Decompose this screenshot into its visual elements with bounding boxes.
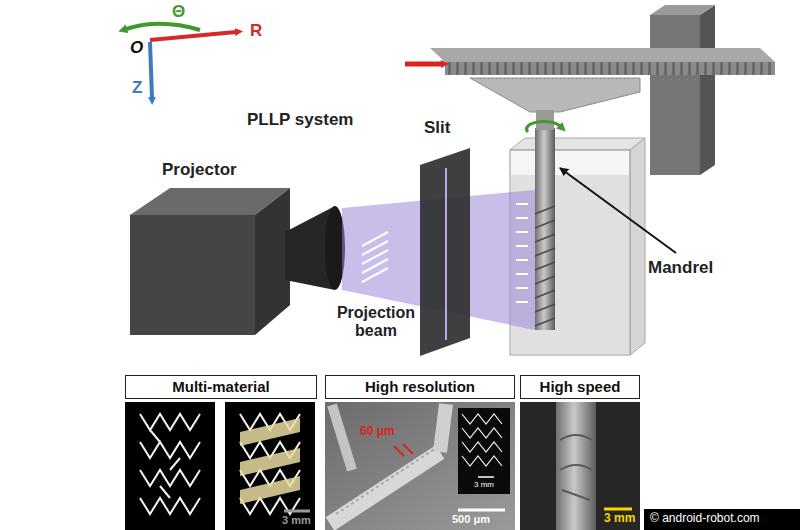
part-name: Slit [424,118,450,138]
helix-line [535,304,555,312]
dimension-mark [394,446,404,456]
watermark: © android-robot.com [650,512,760,526]
helix-line [535,290,555,298]
strut-texture [336,448,436,514]
dash [516,245,528,247]
dash [516,301,528,303]
stent-strut [160,486,170,498]
scale-label: 3 mm [604,512,635,526]
inset-ring [462,414,502,424]
stent-ring [140,498,200,514]
panel-heading: Multi-material [125,375,317,399]
inset-lattice [462,414,502,466]
projector-body [130,215,255,335]
helix-line [535,248,555,256]
photo-background [125,402,215,530]
dash [516,287,528,289]
gear-rack [445,62,775,75]
axis-label: Z [132,78,142,98]
slit [445,168,447,340]
projector-side [255,188,290,335]
watermark-ground [644,509,800,530]
panel-heading: High resolution [325,375,515,399]
panel-title: Multi-material [172,378,270,395]
axis-label: O [130,38,143,58]
part-name: Projection beam [328,304,424,341]
sem-strut [440,404,446,452]
inset-ring [462,428,502,438]
helix-line [535,276,555,284]
tank-side [630,138,645,355]
stent-ring [140,470,200,486]
inset-ring [462,456,502,466]
scale-bar [284,510,310,513]
scale-label: 3 mm [474,480,494,489]
axis-label: Θ [172,2,185,22]
dimension-mark [403,444,413,454]
inset-ring [462,442,502,452]
part-name: Mandrel [648,258,713,278]
rack-top [430,48,775,62]
photo-background [225,402,315,530]
dash [516,203,528,205]
stent-ring [140,442,200,458]
scale-bar [458,509,505,512]
dash [516,217,528,219]
sem-image [325,402,515,530]
stent-ring [140,414,200,430]
dash [516,259,528,261]
photo-background [520,402,640,530]
printed-helix [535,206,555,326]
support-top [650,5,715,15]
stent-strut [170,458,180,470]
slit-plate [420,148,470,356]
helix-line [535,206,555,214]
dash [516,273,528,275]
beam-dashes [516,204,528,302]
axis-label: R [250,21,262,41]
system-title: PLLP system [247,110,353,130]
helix-line [535,262,555,270]
support-side [700,5,715,175]
pattern-line [362,268,388,282]
inset-photo [458,408,510,494]
z-axis [150,42,152,98]
scale-label: 3 mm [282,514,311,527]
helical-band [240,418,300,446]
panel-heading: High speed [520,375,640,399]
sem-strut [332,405,352,470]
mandrel [535,128,555,330]
printed-pattern [560,435,592,500]
carriage-arm [470,78,640,112]
helix-line [535,234,555,242]
panel-title: High speed [540,378,621,395]
tank-top [510,138,645,150]
stent-lattice [240,414,300,514]
stent-lattice [140,414,200,514]
dash [516,231,528,233]
helical-band [240,448,300,476]
r-axis [150,32,236,40]
part-name: Projector [162,160,237,180]
helical-band [240,476,300,504]
scale-bar [604,508,632,511]
stent-strut [150,430,160,442]
mandrel-photo [556,402,596,530]
rotation-arrow [527,122,560,132]
scale-label: 500 μm [452,513,490,526]
scale-bar [478,476,494,478]
helix-line [535,318,555,326]
helix-line [535,220,555,228]
support-block [650,15,700,175]
panel-title: High resolution [365,378,475,395]
theta-arrow [126,24,200,30]
translation-arrow [405,62,442,67]
beam-pattern [362,232,388,282]
leader-line [560,168,676,253]
dimension-label: 60 μm [360,425,395,439]
